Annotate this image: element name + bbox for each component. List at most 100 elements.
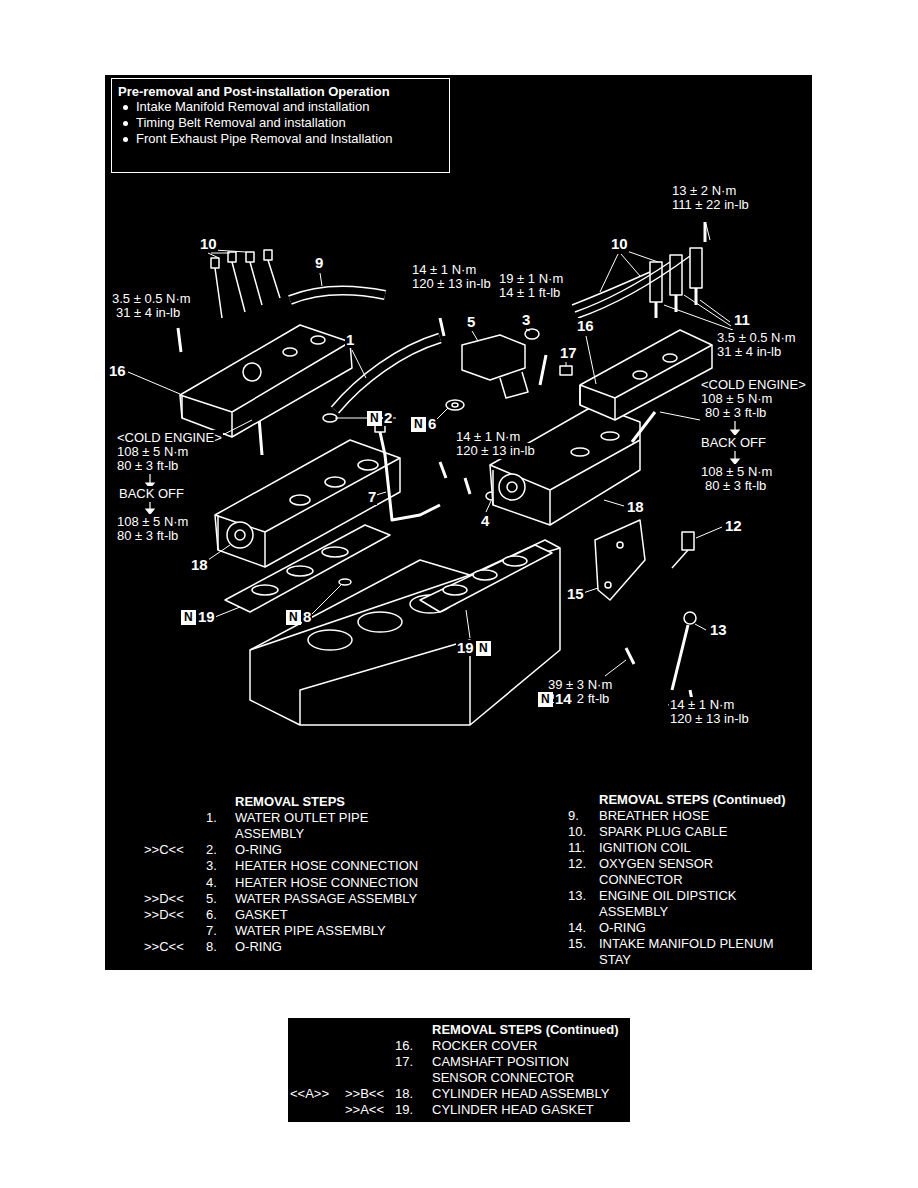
callout-number: 10: [610, 236, 629, 252]
main-panel: [105, 75, 812, 970]
callout-number: 16: [108, 363, 127, 379]
step-text: 10.: [567, 824, 587, 840]
new-part-mark: N: [181, 610, 196, 625]
callout-number: 18: [626, 499, 645, 515]
step-text: 12.: [567, 856, 587, 872]
step-text: 4.: [205, 875, 218, 891]
torque-spec: 120 ± 13 in-lb: [669, 711, 750, 727]
step-text: SPARK PLUG CABLE: [598, 824, 728, 840]
step-text: HEATER HOSE CONNECTION: [234, 875, 419, 891]
callout-number: 18: [190, 557, 209, 573]
step-text: O-RING: [234, 842, 283, 858]
callout-number: 19: [197, 609, 216, 625]
callout-number: 8: [302, 609, 312, 625]
callout-number: 10: [199, 236, 218, 252]
table-heading: REMOVAL STEPS (Continued): [432, 1022, 619, 1038]
new-part-mark: N: [476, 641, 491, 656]
step-text: OXYGEN SENSOR CONNECTOR: [598, 856, 750, 888]
step-text: 8.: [205, 939, 218, 955]
service-mark: >>B<<: [345, 1086, 384, 1102]
step-text: Front Exhaust Pipe Removal and Installat…: [136, 131, 393, 147]
callout-number: 9: [314, 255, 324, 271]
torque-spec: 80 ± 3 ft-lb: [116, 528, 179, 544]
step-text: GASKET: [234, 907, 289, 923]
bullet-dot: [123, 137, 128, 142]
bullet-dot: [123, 105, 128, 110]
step-text: BREATHER HOSE: [598, 808, 710, 824]
callout-number: 13: [709, 622, 728, 638]
torque-spec: 31 ± 4 in-lb: [115, 305, 181, 321]
step-text: 2.: [205, 842, 218, 858]
step-text: IGNITION COIL: [598, 840, 692, 856]
callout-number: 17: [559, 345, 578, 361]
callout-number: 14: [554, 691, 573, 707]
step-text: 13.: [567, 888, 587, 904]
callout-number: 19: [456, 640, 475, 656]
step-text: 11.: [567, 840, 586, 856]
step-text: 14.: [567, 920, 587, 936]
step-text: O-RING: [234, 939, 283, 955]
callout-number: 12: [724, 518, 743, 534]
callout-number: 1: [345, 332, 355, 348]
torque-spec: 14 ± 1 ft-lb: [498, 285, 561, 301]
step-text: INTAKE MANIFOLD PLENUM STAY: [598, 936, 800, 968]
service-mark: <<A>>: [290, 1086, 329, 1102]
torque-spec: 80 ± 3 ft-lb: [704, 405, 767, 421]
callout-number: 16: [576, 318, 595, 334]
service-mark: >>D<<: [143, 891, 185, 907]
steps-table: REMOVAL STEPS (Continued) 16. ROCKER COVER…: [288, 1018, 630, 1122]
torque-spec: 111 ± 22 in-lb: [671, 197, 750, 213]
new-part-mark: N: [411, 417, 426, 432]
callout-number: 2: [383, 410, 393, 426]
step-text: Intake Manifold Removal and installation: [136, 99, 369, 115]
step-text: 5.: [205, 891, 218, 907]
new-part-mark: N: [286, 610, 301, 625]
step-text: CYLINDER HEAD ASSEMBLY: [432, 1086, 609, 1102]
callout-number: 6: [427, 416, 437, 432]
step-text: 19.: [395, 1102, 413, 1118]
torque-spec: 80 ± 3 ft-lb: [116, 458, 179, 474]
callout-number: 3: [521, 312, 531, 328]
callout-number: 5: [466, 314, 476, 330]
step-text: 16.: [395, 1038, 413, 1054]
callout-number: 11: [733, 312, 751, 328]
torque-spec: BACK OFF: [700, 435, 767, 451]
torque-spec: 120 ± 13 in-lb: [455, 443, 536, 459]
step-text: CAMSHAFT POSITION SENSOR CONNECTOR: [432, 1054, 597, 1086]
step-text: 15.: [567, 936, 587, 952]
torque-spec: 80 ± 3 ft-lb: [704, 478, 767, 494]
service-mark: >>A<<: [345, 1102, 384, 1118]
service-mark: >>C<<: [143, 842, 185, 858]
step-text: WATER PASSAGE ASSEMBLY: [234, 891, 418, 907]
callout-number: 4: [480, 513, 490, 529]
callout-number: 15: [566, 586, 585, 602]
new-part-mark: N: [367, 411, 382, 426]
step-text: CYLINDER HEAD GASKET: [432, 1102, 594, 1118]
service-mark: >>C<<: [143, 939, 185, 955]
step-text: HEATER HOSE CONNECTION: [234, 858, 419, 874]
step-text: 6.: [205, 907, 218, 923]
new-part-mark: N: [538, 692, 553, 707]
callout-number: 7: [367, 489, 377, 505]
torque-spec: 31 ± 4 in-lb: [716, 344, 782, 360]
table-heading: REMOVAL STEPS (Continued): [598, 792, 787, 808]
step-text: WATER OUTLET PIPE ASSEMBLY: [234, 810, 386, 842]
service-mark: >>D<<: [143, 907, 185, 923]
table-heading: REMOVAL STEPS: [234, 794, 346, 810]
note-box: Pre-removal and Post-installation Operat…: [111, 78, 450, 173]
step-text: ENGINE OIL DIPSTICK ASSEMBLY: [598, 888, 780, 920]
step-text: 1.: [205, 810, 218, 826]
step-text: 3.: [205, 858, 218, 874]
step-text: WATER PIPE ASSEMBLY: [234, 923, 387, 939]
step-text: Timing Belt Removal and installation: [136, 115, 346, 131]
step-text: 7.: [205, 923, 218, 939]
step-text: ROCKER COVER: [432, 1038, 537, 1054]
step-text: 17.: [395, 1054, 413, 1070]
step-text: 9.: [567, 808, 580, 824]
line-art: [178, 222, 712, 725]
step-text: O-RING: [598, 920, 647, 936]
leader-lines: [128, 224, 745, 705]
table-heading: Pre-removal and Post-installation Operat…: [118, 84, 390, 100]
torque-spec: BACK OFF: [118, 486, 185, 502]
